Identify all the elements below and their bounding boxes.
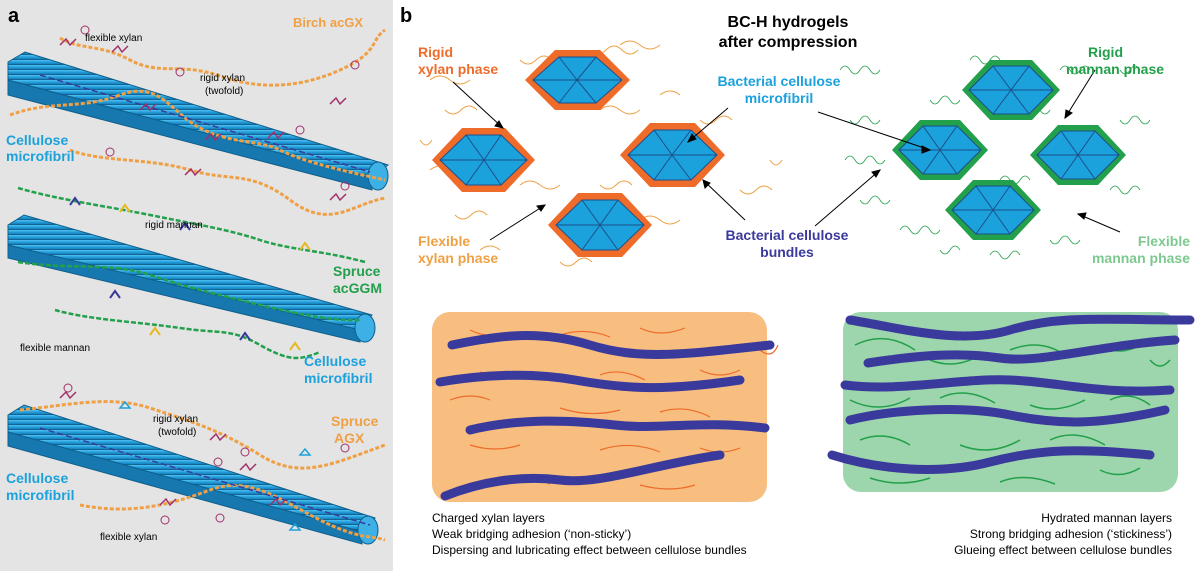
left-caption: Charged xylan layers Weak bridging adhes… (432, 511, 747, 557)
rigid-xylan-label-top: rigid xylan (200, 73, 245, 84)
spruce-label-bottom: Spruce (331, 413, 379, 429)
mannan-bundle-1 (892, 120, 988, 180)
rigid-xylan-phase-label-2: xylan phase (418, 61, 498, 77)
microfibril-label-bottom: microfibril (6, 487, 74, 503)
cellulose-label-middle: Cellulose (304, 353, 366, 369)
xylan-block-bundles (435, 331, 775, 501)
cellulose-label-bottom: Cellulose (6, 470, 68, 486)
arabinose-sidechains-bottom (118, 400, 312, 531)
flexible-xylan-chain-bottom-1 (19, 400, 386, 470)
mannan-bundle-3 (1030, 125, 1126, 185)
panel-a-letter: a (8, 5, 20, 27)
rigid-xylan-twofold-label-bottom: (twofold) (158, 427, 196, 438)
cellulose-label-top: Cellulose (6, 132, 68, 148)
birch-acgx-label: Birch acGX (293, 15, 363, 30)
flexible-xylan-phase-label-1: Flexible (418, 233, 470, 249)
bc-microfibril-label-1: Bacterial cellulose (718, 73, 841, 89)
charge-symbols-bottom (63, 383, 350, 525)
bc-bundles-label-1: Bacterial cellulose (726, 227, 849, 243)
rigid-mannan-phase-label-2: mannan phase (1066, 61, 1164, 77)
flexible-xylan-label-top: flexible xylan (85, 33, 142, 44)
microfibril-label-top: microfibril (6, 148, 74, 164)
microfibril-label-middle: microfibril (304, 370, 372, 386)
spruce-agx-diagram: rigid xylan (twofold) Spruce AGX Cellulo… (6, 383, 386, 545)
mannan-layer-block (827, 312, 1195, 492)
xylan-bundle-3 (620, 123, 725, 187)
mannan-chain-middle-3 (54, 308, 321, 360)
rigid-mannan-phase-label-1: Rigid (1088, 44, 1123, 60)
bc-bundles-label-2: bundles (760, 244, 814, 260)
mannan-chain-middle-2 (17, 260, 361, 322)
rigid-xylan-twofold-label-top: (twofold) (205, 86, 243, 97)
flexible-mannan-chains (839, 55, 1151, 260)
rigid-xylan-label-bottom: rigid xylan (153, 414, 198, 425)
flexible-xylan-chain-top-2 (59, 28, 386, 87)
right-caption: Hydrated mannan layers Strong bridging a… (954, 511, 1172, 557)
bc-microfibril-label-2: microfibril (745, 90, 813, 106)
xylan-bundle-4 (548, 193, 652, 257)
mannan-bundle-4 (945, 180, 1041, 240)
rigid-mannan-label: rigid mannan (145, 220, 203, 231)
panel-b-letter: b (400, 5, 412, 27)
left-caption-line-1: Charged xylan layers (432, 511, 545, 525)
right-caption-line-2: Strong bridging adhesion (‘stickiness’) (970, 527, 1172, 541)
cellulose-microfibril-middle (7, 214, 376, 343)
charge-symbols-top (80, 25, 360, 191)
acggm-label: acGGM (333, 280, 382, 296)
panel-b-title-line1: BC-H hydrogels (728, 14, 849, 31)
left-caption-line-2: Weak bridging adhesion (‘non-sticky’) (432, 527, 631, 541)
cellulose-microfibril-top (7, 51, 390, 191)
panel-b: b BC-H hydrogels after compression (400, 5, 1195, 557)
flexible-mannan-label: flexible mannan (20, 343, 90, 354)
panel-b-title-line2: after compression (719, 34, 858, 51)
glucuronic-acid-sidechains-top (59, 37, 347, 202)
mannan-chain-middle-1 (17, 186, 366, 264)
left-caption-line-3: Dispersing and lubricating effect betwee… (432, 543, 747, 557)
flexible-xylan-chains (419, 40, 783, 267)
spruce-acggm-diagram: rigid mannan Spruce acGGM flexible manna… (7, 186, 382, 386)
right-caption-line-1: Hydrated mannan layers (1041, 511, 1172, 525)
mannan-sidechains-middle (69, 196, 311, 351)
glucuronic-acid-sidechains-bottom (59, 390, 287, 507)
flexible-mannan-phase-label-1: Flexible (1138, 233, 1190, 249)
flexible-xylan-chain-top (9, 89, 386, 182)
spruce-label-middle: Spruce (333, 263, 381, 279)
panel-a: a flexible xylan Birch acG (6, 5, 390, 545)
xylan-bundle-2 (432, 128, 535, 192)
flexible-xylan-phase-label-2: xylan phase (418, 250, 498, 266)
birch-acgx-diagram: flexible xylan Birch acGX rigid xylan (t… (6, 15, 390, 216)
flexible-xylan-chain-bottom-2 (79, 484, 386, 542)
flexible-xylan-label-bottom: flexible xylan (100, 532, 157, 543)
right-caption-line-3: Glueing effect between cellulose bundles (954, 543, 1172, 557)
flexible-mannan-phase-label-2: mannan phase (1092, 250, 1190, 266)
mannan-bundle-2 (962, 60, 1060, 120)
flexible-xylan-chain-top-3 (69, 148, 386, 216)
rigid-xylan-phase-label-1: Rigid (418, 44, 453, 60)
rigid-xylan-on-fibril-top (39, 74, 371, 173)
agx-label: AGX (334, 430, 365, 446)
mannan-block-bundles (827, 314, 1195, 474)
xylan-bundle-1 (525, 50, 630, 110)
rigid-xylan-on-fibril-bottom (39, 427, 371, 526)
xylan-layer-block (432, 312, 779, 502)
callout-arrows (452, 69, 1121, 241)
